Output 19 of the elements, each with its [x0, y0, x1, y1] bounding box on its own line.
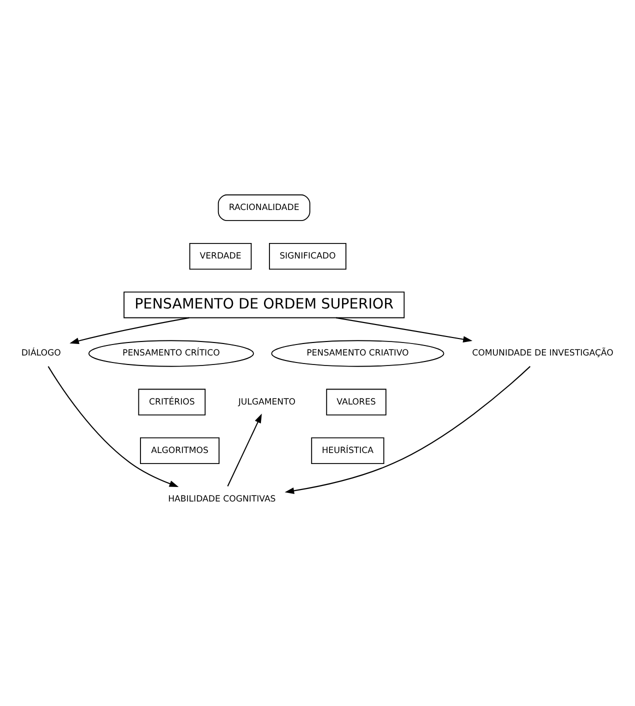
- node-box: VALORES: [326, 388, 386, 415]
- node-box: CRITÉRIOS: [138, 388, 206, 415]
- arrow: [284, 366, 530, 494]
- node-box: SIGNIFICADO: [268, 242, 346, 270]
- node-box: RACIONALIDADE: [218, 194, 310, 221]
- node-box: VERDADE: [189, 242, 252, 270]
- arrow: [227, 413, 262, 486]
- node-text: DIÁLOGO: [21, 348, 61, 358]
- node-box: HEURÍSTICA: [311, 436, 384, 464]
- node-ellipse: PENSAMENTO CRIATIVO: [271, 340, 444, 366]
- node-text: COMUNIDADE DE INVESTIGAÇÃO: [472, 348, 614, 358]
- arrow: [336, 316, 472, 342]
- arrow: [48, 366, 179, 486]
- arrow: [70, 316, 190, 344]
- node-text: HABILIDADE COGNITIVAS: [168, 494, 276, 504]
- node-ellipse: PENSAMENTO CRÍTICO: [88, 340, 254, 366]
- node-text: JULGAMENTO: [238, 396, 296, 407]
- node-box: ALGORITMOS: [140, 436, 220, 464]
- node-box: PENSAMENTO DE ORDEM SUPERIOR: [124, 291, 405, 318]
